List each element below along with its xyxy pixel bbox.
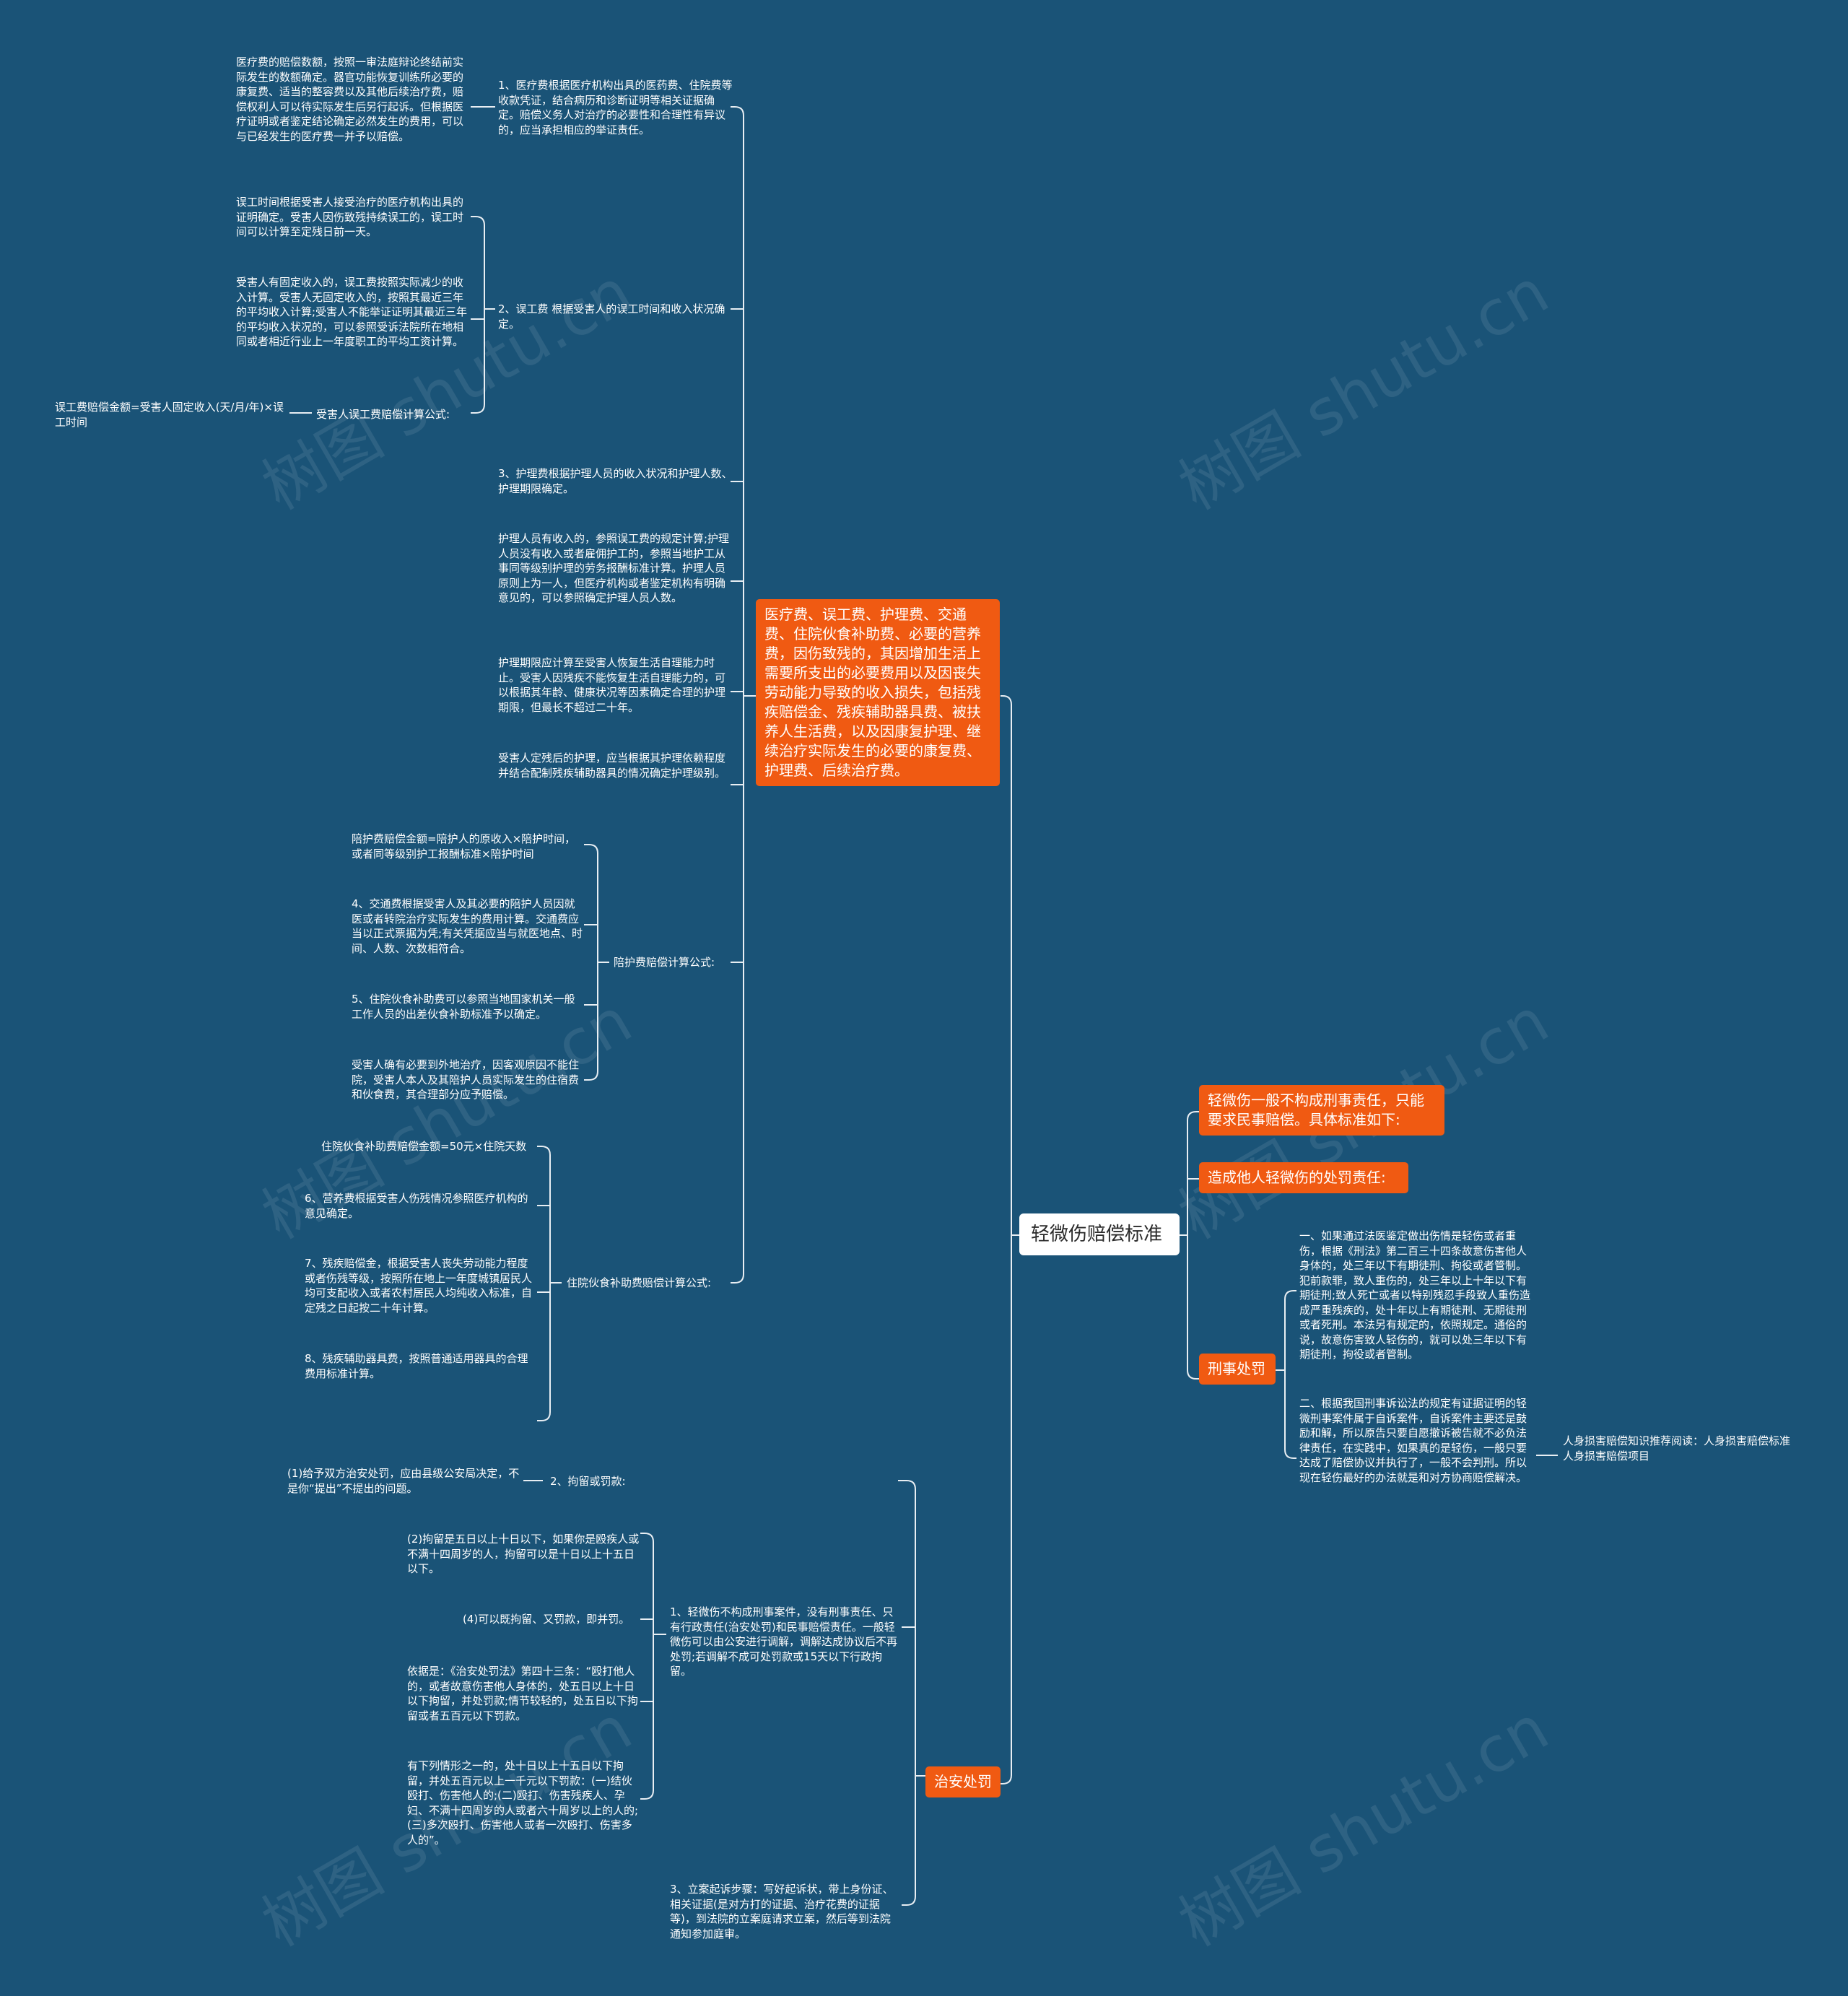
- security-penalty-node[interactable]: 治安处罚: [925, 1766, 1001, 1797]
- main-branch-node[interactable]: 医疗费、误工费、护理费、交通费、住院伙食补助费、必要的营养费，因伤致残的，其因增…: [756, 599, 1000, 786]
- lost-work-formula-label: 受害人误工费赔偿计算公式:: [316, 408, 450, 421]
- nursing-fee: 3、护理费根据护理人员的收入状况和护理人数、护理期限确定。: [498, 467, 733, 495]
- recommend-reading: 人身损害赔偿知识推荐阅读：人身损害赔偿标准 人身损害赔偿项目: [1563, 1434, 1794, 1463]
- criminal-item-1: 一、如果通过法医鉴定做出伤情是轻伤或者重伤，根据《刑法》第二百三十四条故意伤害他…: [1299, 1229, 1531, 1361]
- combined-penalty: (4)可以既拘留、又罚款，即并罚。: [463, 1613, 630, 1626]
- nursing-income: 护理人员有收入的，参照误工费的规定计算;护理人员没有收入或者雇佣护工的，参照当地…: [498, 532, 730, 604]
- lost-work-fee: 2、误工费 根据受害人的误工时间和收入状况确定。: [498, 302, 725, 331]
- nursing-period: 护理期限应计算至受害人恢复生活自理能力时止。受害人因残疾不能恢复生活自理能力的，…: [498, 656, 726, 714]
- detain-note: (1)给予双方治安处罚，应由县级公安局决定，不是你“提出”不提出的问题。: [287, 1467, 520, 1495]
- filing-steps: 3、立案起诉步骤：写好起诉状，带上身份证、相关证据(是对方打的证据、治疗花费的证…: [670, 1883, 894, 1940]
- transport-fee: 4、交通费根据受害人及其必要的陪护人员因就医或者转院治疗实际发生的费用计算。交通…: [352, 897, 583, 955]
- disability-compensation: 7、残疾赔偿金，根据受害人丧失劳动能力程度或者伤残等级，按照所在地上一年度城镇居…: [305, 1257, 533, 1315]
- criminal-item-2: 二、根据我国刑事诉讼法的规定有证据证明的轻微刑事案件属于自诉案件，自诉案件主要还…: [1299, 1397, 1527, 1484]
- escort-formula-label: 陪护费赔偿计算公式:: [614, 956, 715, 969]
- nutrition-fee: 6、营养费根据受害人伤残情况参照医疗机构的意见确定。: [305, 1192, 528, 1220]
- civil-compensation-node[interactable]: 轻微伤一般不构成刑事责任，只能要求民事赔偿。具体标准如下:: [1199, 1085, 1444, 1136]
- criminal-penalty-node[interactable]: 刑事处罚: [1199, 1354, 1276, 1385]
- detention-days: (2)拘留是五日以上十日以下，如果你是殴疾人或不满十四周岁的人，拘留可以是十日以…: [407, 1533, 640, 1575]
- liability-node[interactable]: 造成他人轻微伤的处罚责任:: [1199, 1162, 1408, 1193]
- lost-work-income: 受害人有固定收入的，误工费按照实际减少的收入计算。受害人无固定收入的，按照其最近…: [236, 276, 468, 348]
- meal-allowance: 5、住院伙食补助费可以参照当地国家机关一般工作人员的出差伙食补助标准予以确定。: [352, 993, 575, 1021]
- security-item-1: 1、轻微伤不构成刑事案件，没有刑事责任、只有行政责任(治安处罚)和民事赔偿责任。…: [670, 1605, 898, 1678]
- aggravated-cases: 有下列情形之一的，处十日以上十五日以下拘留，并处五百元以上一千元以下罚款：(一)…: [407, 1759, 639, 1847]
- disability-aids-fee: 8、残疾辅助器具费，按照普通适用器具的合理费用标准计算。: [305, 1352, 528, 1380]
- medical-fee-note: 医疗费的赔偿数额，按照一审法庭辩论终结前实际发生的数额确定。器官功能恢复训练所必…: [236, 56, 464, 143]
- nursing-level: 受害人定残后的护理，应当根据其护理依赖程度并结合配制残疾辅助器具的情况确定护理级…: [498, 751, 726, 780]
- detain-or-fine: 2、拘留或罚款:: [550, 1475, 626, 1488]
- lost-work-time: 误工时间根据受害人接受治疗的医疗机构出具的证明确定。受害人因伤致残持续误工的，误…: [236, 196, 464, 238]
- meal-formula-label: 住院伙食补助费赔偿计算公式:: [567, 1276, 712, 1289]
- outside-treatment: 受害人确有必要到外地治疗，因客观原因不能住院，受害人本人及其陪护人员实际发生的住…: [352, 1058, 580, 1101]
- meal-formula: 住院伙食补助费赔偿金额=50元×住院天数: [321, 1140, 527, 1153]
- medical-fee: 1、医疗费根据医疗机构出具的医药费、住院费等收款凭证，结合病历和诊断证明等相关证…: [498, 79, 733, 136]
- root-node[interactable]: 轻微伤赔偿标准: [1019, 1213, 1180, 1255]
- escort-formula: 陪护费赔偿金额=陪护人的原收入×陪护时间，或者同等级别护工报酬标准×陪护时间: [352, 832, 576, 860]
- law-basis: 依据是：《治安处罚法》第四十三条：“殴打他人的，或者故意伤害他人身体的，处五日以…: [407, 1665, 639, 1722]
- lost-work-formula: 误工费赔偿金额=受害人固定收入(天/月/年)×误工时间: [55, 401, 284, 429]
